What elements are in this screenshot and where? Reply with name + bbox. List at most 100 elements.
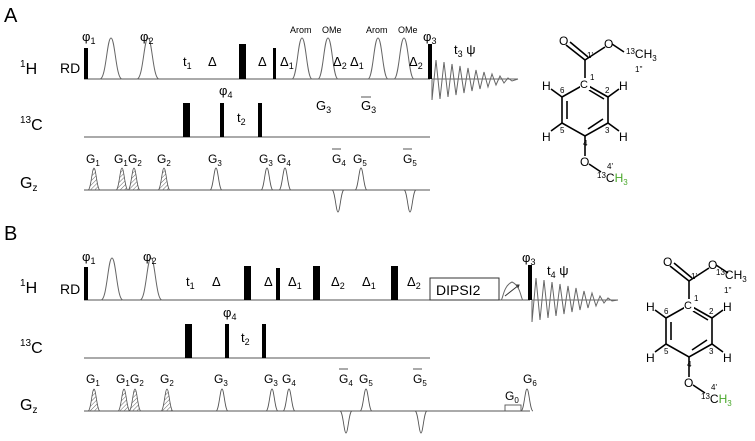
- svg-text:6: 6: [560, 86, 565, 95]
- h-channel-label-b: 1H: [20, 278, 37, 297]
- delta2-label-b: Δ2: [409, 54, 423, 71]
- t2-label: t2: [237, 110, 246, 127]
- c-channel-label-b: 13C: [20, 338, 43, 357]
- mol-b-c1: C: [684, 300, 692, 312]
- delta-label-b2: Δ: [264, 274, 273, 289]
- gz-channel-label: Gz: [20, 175, 37, 194]
- pulse-180-h-1-b: [244, 266, 251, 300]
- acq-label-b: t4 ψ: [547, 263, 569, 280]
- gradient-g2-b: [128, 388, 142, 412]
- g1b-label-b: G1: [116, 372, 130, 388]
- h-channel-label: 1H: [20, 59, 37, 78]
- mol-b-h2: H: [723, 300, 732, 314]
- mol-a-o-carbonyl: O: [559, 34, 568, 48]
- g3-label-b: G3: [214, 372, 228, 388]
- g4bar-label-b: G4: [339, 372, 353, 388]
- svg-text:6: 6: [664, 307, 669, 316]
- molecule-b: C 1 1' O O 13CH3 1'' H H H H 6 2 5 3 4 O…: [646, 255, 747, 408]
- gz-channel-label-b: Gz: [20, 397, 37, 416]
- mol-b-h3: H: [723, 351, 732, 365]
- svg-text:3: 3: [709, 347, 714, 356]
- gradient-g3b: [260, 167, 274, 191]
- gradient-g5-b: [359, 388, 373, 412]
- g1-label: G1: [86, 152, 100, 168]
- panel-a: A 1H RD φ1 φ2 t1 Δ Δ Δ1 Arom OMe Δ2 Δ1 A…: [4, 5, 519, 213]
- shaped-pulse-2: [136, 37, 160, 80]
- g3-c-label: G3: [316, 98, 331, 115]
- panel-a-letter: A: [4, 5, 18, 27]
- g2b-label: G2: [157, 152, 171, 168]
- gradient-g5bar-b: [414, 410, 428, 434]
- svg-text:4: 4: [583, 139, 588, 148]
- svg-text:3: 3: [605, 126, 610, 135]
- pulse-90-c-2-b: [262, 324, 266, 358]
- delta1-label-b1: Δ1: [288, 274, 302, 291]
- g2b-label-b: G2: [160, 372, 174, 388]
- mol-a-13ch3: 13CH3: [626, 47, 657, 63]
- mol-a-h6: H: [542, 79, 551, 93]
- g6-label: G6: [523, 372, 537, 388]
- phi2-label: φ2: [140, 29, 153, 46]
- adiabatic-pulse: [500, 281, 524, 301]
- delta1-label-b: Δ1: [350, 54, 364, 71]
- rd-label: RD: [60, 60, 80, 76]
- delta1-label-a: Δ1: [280, 54, 294, 71]
- selective-pulse-ome-2: [393, 37, 415, 80]
- g5-label-b: G5: [359, 372, 373, 388]
- mol-a-c4p: 4': [607, 162, 613, 171]
- gradient-g5bar: [403, 189, 417, 213]
- gradient-g3-b: [215, 388, 229, 412]
- pulse-180-h-1: [239, 44, 246, 79]
- gradient-g1b: [115, 167, 129, 191]
- mol-a-h2: H: [619, 79, 628, 93]
- mol-a-h5: H: [542, 130, 551, 144]
- ome-label-1: OMe: [322, 25, 342, 35]
- g3b-label: G3: [259, 152, 273, 168]
- pulse-90-phi3-b: [528, 265, 532, 300]
- pulse-90-c-2: [258, 103, 262, 137]
- phi3-label: φ3: [423, 29, 436, 46]
- gradient-g2b-b: [160, 388, 174, 412]
- acq-label-a: t3 ψ: [454, 42, 476, 59]
- mol-a-13ch3-green: 13CH3: [597, 171, 628, 187]
- pulse-180-h-3-b: [313, 266, 320, 300]
- pulse-90-h-2-b: [276, 268, 280, 300]
- phi2-label-b: φ2: [143, 249, 156, 266]
- gradient-g4: [278, 167, 292, 191]
- mol-b-c1pp: 1'': [724, 286, 732, 295]
- gradient-g0: [504, 404, 522, 412]
- g1-label-b: G1: [86, 372, 100, 388]
- mol-a-h3: H: [619, 130, 628, 144]
- mol-a-o-ester: O: [604, 37, 613, 51]
- gradient-g2: [127, 167, 141, 191]
- arom-label-2: Arom: [366, 25, 388, 35]
- dipsi2-label: DIPSI2: [436, 282, 481, 298]
- g3-label: G3: [208, 152, 222, 168]
- gradient-g4-b: [282, 388, 296, 412]
- gradient-g3: [209, 167, 223, 191]
- gradient-g1: [87, 167, 101, 191]
- fid-acquisition-a: [431, 59, 519, 101]
- delta2-label-b2: Δ2: [407, 274, 421, 291]
- mol-b-h5: H: [646, 351, 655, 365]
- delta-label-a: Δ: [208, 54, 217, 69]
- mol-b-c4p: 4': [711, 383, 717, 392]
- t1-label-b: t1: [186, 274, 195, 291]
- delta-label-b: Δ: [258, 54, 267, 69]
- delta2-label-a: Δ2: [333, 54, 347, 71]
- delta1-label-b2: Δ1: [362, 274, 376, 291]
- dipsi2-block: [429, 277, 500, 301]
- panel-b-letter: B: [4, 223, 17, 245]
- g4-label: G4: [277, 152, 291, 168]
- selective-pulse-arom-2: [367, 37, 389, 80]
- svg-text:1: 1: [694, 294, 699, 303]
- mol-a-o4: O: [580, 155, 589, 169]
- svg-text:1: 1: [590, 73, 595, 82]
- g4-label-b: G4: [282, 372, 296, 388]
- mol-a-c1pp: 1'': [635, 65, 643, 74]
- g5bar-label-b: G5: [413, 372, 427, 388]
- c-channel-label: 13C: [20, 115, 43, 134]
- mol-b-13ch3-green: 13CH3: [701, 392, 732, 408]
- gradient-g6: [520, 388, 534, 412]
